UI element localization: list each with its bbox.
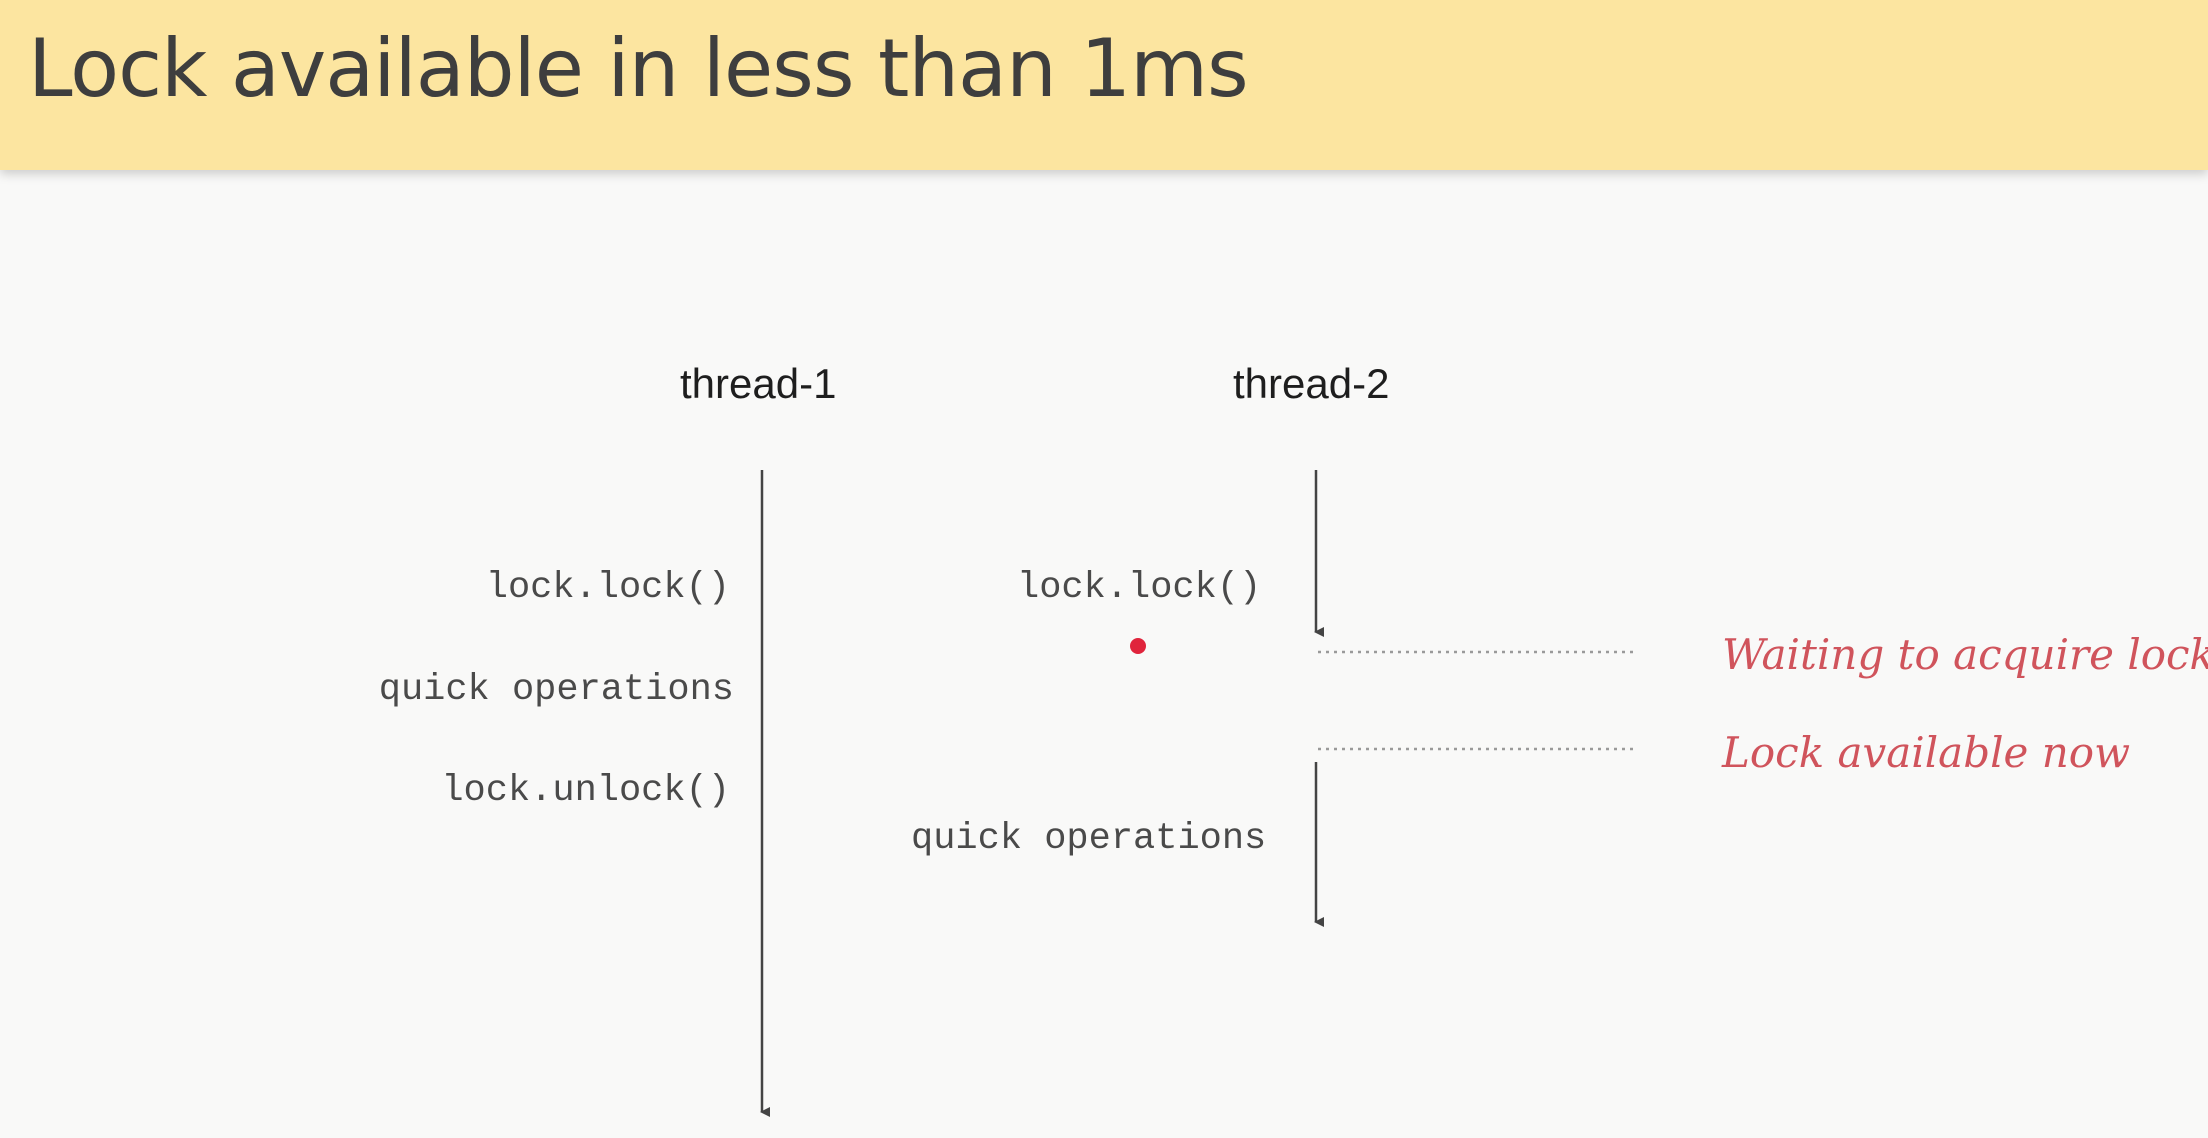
pointer-dot (1130, 638, 1146, 654)
available-annotation: Lock available now (1722, 728, 2131, 777)
thread-2-lock-call: lock.lock() (1017, 567, 1262, 609)
title-bar: Lock available in less than 1ms (0, 0, 2208, 170)
thread-1-lock-call: lock.lock() (485, 567, 730, 609)
thread-2-quick-operations: quick operations (911, 818, 1267, 860)
thread-1-quick-operations: quick operations (378, 669, 734, 711)
thread-1-label: thread-1 (680, 360, 837, 407)
thread-2-label: thread-2 (1233, 360, 1390, 407)
waiting-annotation: Waiting to acquire lock (1722, 630, 2208, 679)
thread-1-unlock-call: lock.unlock() (441, 770, 730, 812)
slide-title: Lock available in less than 1ms (28, 22, 1249, 115)
